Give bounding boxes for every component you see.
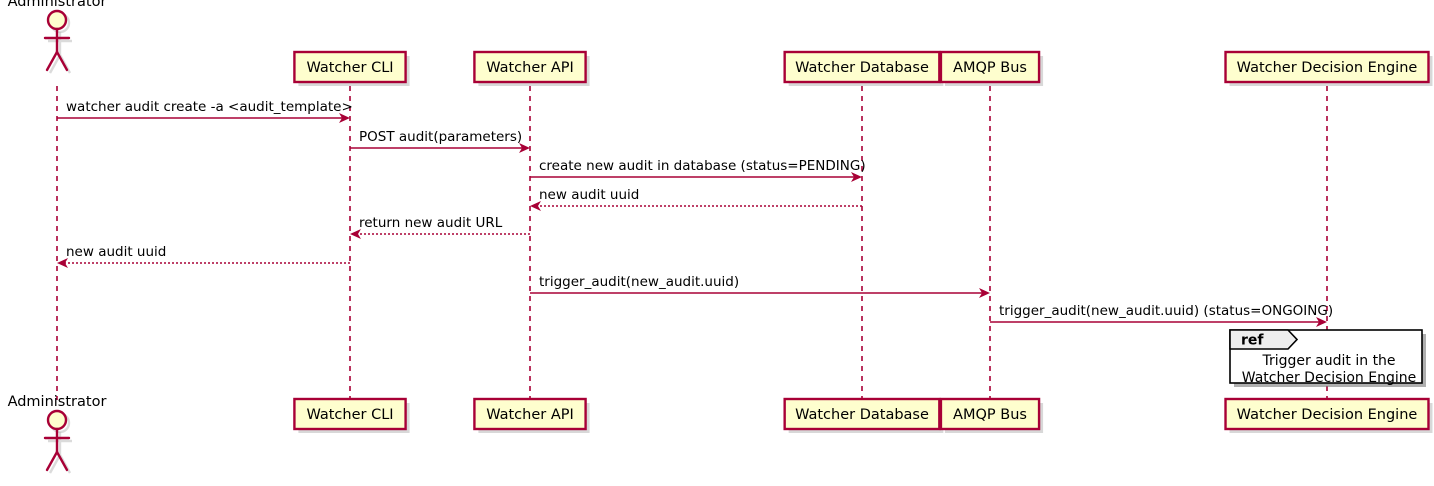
participant-box-watcher-cli[interactable]: Watcher CLI xyxy=(293,50,410,86)
participant-box-rect[interactable] xyxy=(473,397,587,431)
participant-box-watcher-api[interactable]: Watcher API xyxy=(473,397,590,433)
message-arrowhead xyxy=(339,113,350,123)
actor-label-administrator: Administrator xyxy=(8,394,107,410)
participant-box-rect[interactable] xyxy=(473,50,587,84)
message-msg-3: create new audit in database (status=PEN… xyxy=(530,158,866,182)
message-arrowhead xyxy=(350,229,361,239)
ref-fragment-line: Trigger audit in the xyxy=(1261,353,1395,369)
message-msg-7: trigger_audit(new_audit.uuid) xyxy=(530,274,990,298)
participant-box-watcher-decision-engine[interactable]: Watcher Decision Engine xyxy=(1224,50,1433,86)
message-msg-5: return new audit URL xyxy=(350,215,530,239)
participant-box-rect[interactable] xyxy=(293,397,407,431)
message-msg-8: trigger_audit(new_audit.uuid) (status=ON… xyxy=(990,303,1333,327)
ref-fragment-line: Watcher Decision Engine xyxy=(1242,370,1416,386)
participant-box-label-watcher-database: Watcher Database xyxy=(795,407,929,423)
message-arrowhead xyxy=(519,143,530,153)
message-label: watcher audit create -a <audit_template> xyxy=(66,99,353,115)
message-msg-2: POST audit(parameters) xyxy=(350,129,530,153)
actor-administrator: Administrator xyxy=(8,394,107,474)
message-label: create new audit in database (status=PEN… xyxy=(539,158,866,174)
message-arrowhead xyxy=(979,288,990,298)
participant-box-watcher-cli[interactable]: Watcher CLI xyxy=(293,397,410,433)
participant-box-watcher-database[interactable]: Watcher Database xyxy=(783,397,944,433)
participant-box-rect[interactable] xyxy=(939,50,1041,84)
participant-box-label-amqp-bus: AMQP Bus xyxy=(953,407,1027,423)
actor-administrator: Administrator xyxy=(8,0,107,74)
actor-leg-right xyxy=(55,450,69,472)
actor-leg-left xyxy=(45,50,59,72)
participant-box-label-amqp-bus: AMQP Bus xyxy=(953,60,1027,76)
message-label: POST audit(parameters) xyxy=(359,129,522,145)
participant-box-label-watcher-decision-engine: Watcher Decision Engine xyxy=(1237,407,1418,423)
message-arrowhead xyxy=(57,258,68,268)
participant-box-watcher-database[interactable]: Watcher Database xyxy=(783,50,944,86)
actor-leg-right xyxy=(55,50,69,72)
participant-box-rect[interactable] xyxy=(1224,397,1430,431)
actor-label-administrator: Administrator xyxy=(8,0,107,10)
message-label: new audit uuid xyxy=(539,187,639,203)
message-label: trigger_audit(new_audit.uuid) (status=ON… xyxy=(999,303,1333,319)
actor-leg-left xyxy=(45,450,59,472)
ref-fragment-keyword: ref xyxy=(1241,333,1264,349)
actor-head xyxy=(46,9,68,31)
participant-box-rect[interactable] xyxy=(783,50,941,84)
participant-box-label-watcher-decision-engine: Watcher Decision Engine xyxy=(1237,60,1418,76)
participant-box-label-watcher-database: Watcher Database xyxy=(795,60,929,76)
message-label: new audit uuid xyxy=(66,244,166,260)
message-arrowhead xyxy=(530,201,541,211)
participant-box-rect[interactable] xyxy=(939,397,1041,431)
participant-box-rect[interactable] xyxy=(293,50,407,84)
participant-box-watcher-decision-engine[interactable]: Watcher Decision Engine xyxy=(1224,397,1433,433)
message-label: trigger_audit(new_audit.uuid) xyxy=(539,274,739,290)
participant-box-watcher-api[interactable]: Watcher API xyxy=(473,50,590,86)
ref-fragment-tab xyxy=(1229,329,1299,350)
participant-box-label-watcher-cli: Watcher CLI xyxy=(306,407,393,423)
participant-box-rect[interactable] xyxy=(783,397,941,431)
message-msg-4: new audit uuid xyxy=(530,187,862,211)
message-arrowhead xyxy=(1316,317,1327,327)
participant-box-label-watcher-api: Watcher API xyxy=(486,407,574,423)
message-arrowhead xyxy=(851,172,862,182)
participant-box-label-watcher-cli: Watcher CLI xyxy=(306,60,393,76)
message-msg-1: watcher audit create -a <audit_template> xyxy=(57,99,353,123)
participant-box-rect[interactable] xyxy=(1224,50,1430,84)
participant-box-amqp-bus[interactable]: AMQP Bus xyxy=(939,50,1044,86)
actor-shadow-body xyxy=(48,432,72,474)
message-msg-6: new audit uuid xyxy=(57,244,350,268)
participant-box-label-watcher-api: Watcher API xyxy=(486,60,574,76)
message-label: return new audit URL xyxy=(359,215,503,231)
actor-shadow-body xyxy=(48,32,72,74)
actor-head xyxy=(46,409,68,431)
participant-box-amqp-bus[interactable]: AMQP Bus xyxy=(939,397,1044,433)
